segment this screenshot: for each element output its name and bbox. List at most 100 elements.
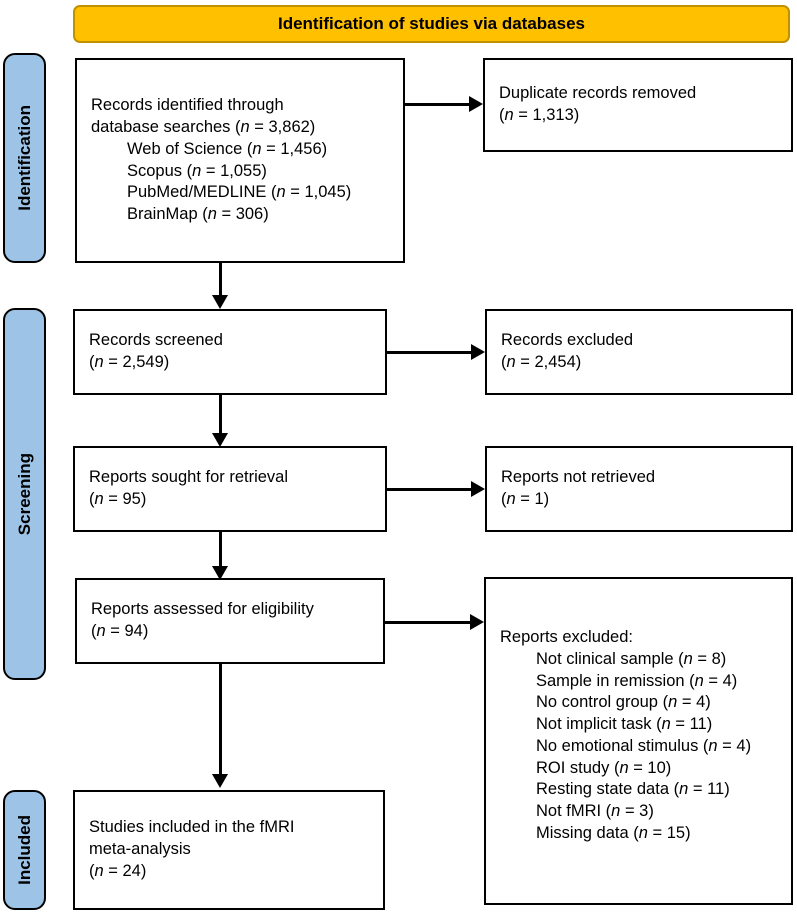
reason-value: = 8) bbox=[692, 649, 727, 668]
stage-bar-included-label: Included bbox=[15, 815, 34, 885]
source-label: BrainMap ( bbox=[127, 205, 208, 224]
reason-value: = 3) bbox=[620, 802, 654, 821]
reports-assessed-count-value: = 94) bbox=[105, 622, 149, 640]
box-records-screened: Records screened (n = 2,549) bbox=[73, 309, 387, 395]
stage-bar-screening: Screening bbox=[3, 308, 46, 680]
stage-bar-identification: Identification bbox=[3, 53, 46, 263]
source-web-of-science: Web of Science (n = 1,456) bbox=[91, 139, 389, 161]
box-reports-excluded-detail: Reports excluded: Not clinical sample (n… bbox=[484, 577, 793, 905]
box-reports-sought: Reports sought for retrieval (n = 95) bbox=[73, 446, 387, 532]
italic-n: n bbox=[276, 183, 286, 202]
duplicates-count: (n = 1,313) bbox=[499, 106, 580, 124]
records-identified-line1: Records identified through bbox=[91, 96, 284, 115]
italic-n: n bbox=[679, 780, 689, 799]
source-value: = 1,456) bbox=[261, 139, 328, 158]
exclusion-reason-resting-state-data: Resting state data (n = 11) bbox=[500, 779, 777, 801]
italic-n: n bbox=[708, 736, 718, 755]
italic-n: n bbox=[668, 693, 678, 712]
exclusion-reason-roi-study: ROI study (n = 10) bbox=[500, 758, 777, 780]
source-label: PubMed/MEDLINE ( bbox=[127, 183, 277, 202]
duplicates-line1: Duplicate records removed bbox=[499, 84, 697, 103]
reason-value: = 4) bbox=[717, 736, 752, 755]
source-scopus: Scopus (n = 1,055) bbox=[91, 161, 389, 183]
reason-value: = 10) bbox=[628, 758, 672, 777]
source-brainmap: BrainMap (n = 306) bbox=[91, 204, 389, 226]
reports-not-retrieved-count: (n = 1) bbox=[501, 490, 550, 508]
exclusion-reason-sample-in-remission: Sample in remission (n = 4) bbox=[500, 671, 777, 693]
reason-label: No emotional stimulus ( bbox=[536, 736, 709, 755]
reports-sought-count: (n = 95) bbox=[89, 490, 147, 508]
reason-value: = 11) bbox=[670, 715, 713, 734]
connector-screened-to-sought bbox=[219, 395, 222, 435]
records-excluded-count: (n = 2,454) bbox=[501, 353, 582, 371]
box-reports-not-retrieved: Reports not retrieved (n = 1) bbox=[485, 446, 793, 532]
duplicates-count-value: = 1,313) bbox=[513, 106, 580, 124]
reason-label: Sample in remission ( bbox=[536, 671, 695, 690]
reports-excluded-heading: Reports excluded: bbox=[500, 628, 633, 646]
box-records-excluded: Records excluded (n = 2,454) bbox=[485, 309, 793, 395]
records-excluded-count-value: = 2,454) bbox=[515, 353, 582, 371]
reason-value: = 4) bbox=[703, 671, 738, 690]
italic-n: n bbox=[94, 490, 104, 508]
records-identified-line2: database searches (n = 3,862) bbox=[91, 117, 389, 139]
source-pubmed-medline: PubMed/MEDLINE (n = 1,045) bbox=[91, 182, 389, 204]
reports-not-retrieved-count-value: = 1) bbox=[515, 490, 550, 508]
exclusion-reason-missing-data: Missing data (n = 15) bbox=[500, 823, 777, 845]
reason-label: Not clinical sample ( bbox=[536, 649, 684, 668]
connector-sought-to-assessed bbox=[219, 532, 222, 570]
reports-assessed-count: (n = 94) bbox=[91, 622, 149, 640]
italic-n: n bbox=[661, 715, 671, 734]
studies-included-count: (n = 24) bbox=[89, 861, 147, 880]
italic-n: n bbox=[504, 106, 514, 124]
arrowhead-right-assessed-to-excluded-detail bbox=[470, 614, 484, 630]
reason-label: Not implicit task ( bbox=[536, 715, 662, 734]
connector-identified-to-screened bbox=[219, 263, 222, 297]
records-screened-count-value: = 2,549) bbox=[103, 353, 170, 371]
records-excluded-line1: Records excluded bbox=[501, 331, 634, 350]
source-label: Scopus ( bbox=[127, 161, 193, 180]
connector-assessed-to-excluded-detail bbox=[385, 621, 470, 624]
records-identified-line2-value: = 3,862) bbox=[249, 117, 316, 136]
reason-label: ROI study ( bbox=[536, 758, 620, 777]
arrowhead-right-sought-to-not-retrieved bbox=[471, 481, 485, 497]
italic-n: n bbox=[506, 353, 516, 371]
italic-n: n bbox=[252, 139, 262, 158]
box-records-identified: Records identified through database sear… bbox=[75, 58, 405, 263]
italic-n: n bbox=[506, 490, 516, 508]
italic-n: n bbox=[207, 205, 217, 224]
records-screened-count: (n = 2,549) bbox=[89, 353, 170, 371]
reason-label: No control group ( bbox=[536, 693, 669, 712]
connector-assessed-to-included bbox=[219, 664, 222, 776]
arrowhead-down-identified-to-screened bbox=[212, 295, 228, 309]
connector-screened-to-excluded bbox=[387, 351, 471, 354]
box-reports-assessed: Reports assessed for eligibility (n = 94… bbox=[75, 578, 385, 664]
reports-assessed-line1: Reports assessed for eligibility bbox=[91, 600, 314, 619]
records-screened-line1: Records screened bbox=[89, 331, 223, 350]
italic-n: n bbox=[94, 861, 104, 880]
reason-label: Resting state data ( bbox=[536, 780, 680, 799]
box-studies-included: Studies included in the fMRI meta-analys… bbox=[73, 790, 385, 910]
reason-value: = 15) bbox=[647, 823, 691, 842]
italic-n: n bbox=[192, 161, 202, 180]
stage-bar-screening-label: Screening bbox=[15, 452, 34, 536]
italic-n: n bbox=[240, 117, 250, 136]
studies-included-line1: Studies included in the fMRI bbox=[89, 818, 295, 837]
arrowhead-down-screened-to-sought bbox=[212, 433, 228, 447]
italic-n: n bbox=[694, 671, 704, 690]
italic-n: n bbox=[611, 802, 621, 821]
reason-value: = 11) bbox=[688, 780, 730, 799]
reports-sought-line1: Reports sought for retrieval bbox=[89, 468, 289, 487]
identification-banner: Identification of studies via databases bbox=[73, 5, 790, 43]
box-duplicate-records-removed: Duplicate records removed (n = 1,313) bbox=[483, 58, 793, 152]
source-value: = 306) bbox=[216, 205, 269, 224]
source-label: Web of Science ( bbox=[127, 139, 253, 158]
studies-included-count-value: = 24) bbox=[103, 861, 147, 880]
exclusion-reason-no-control-group: No control group (n = 4) bbox=[500, 692, 777, 714]
arrowhead-right-identified-to-duplicates bbox=[469, 96, 483, 112]
italic-n: n bbox=[619, 758, 629, 777]
connector-identified-to-duplicates bbox=[405, 103, 469, 106]
stage-bar-included: Included bbox=[3, 790, 46, 910]
exclusion-reason-not-implicit-task: Not implicit task (n = 11) bbox=[500, 714, 777, 736]
italic-n: n bbox=[683, 649, 693, 668]
